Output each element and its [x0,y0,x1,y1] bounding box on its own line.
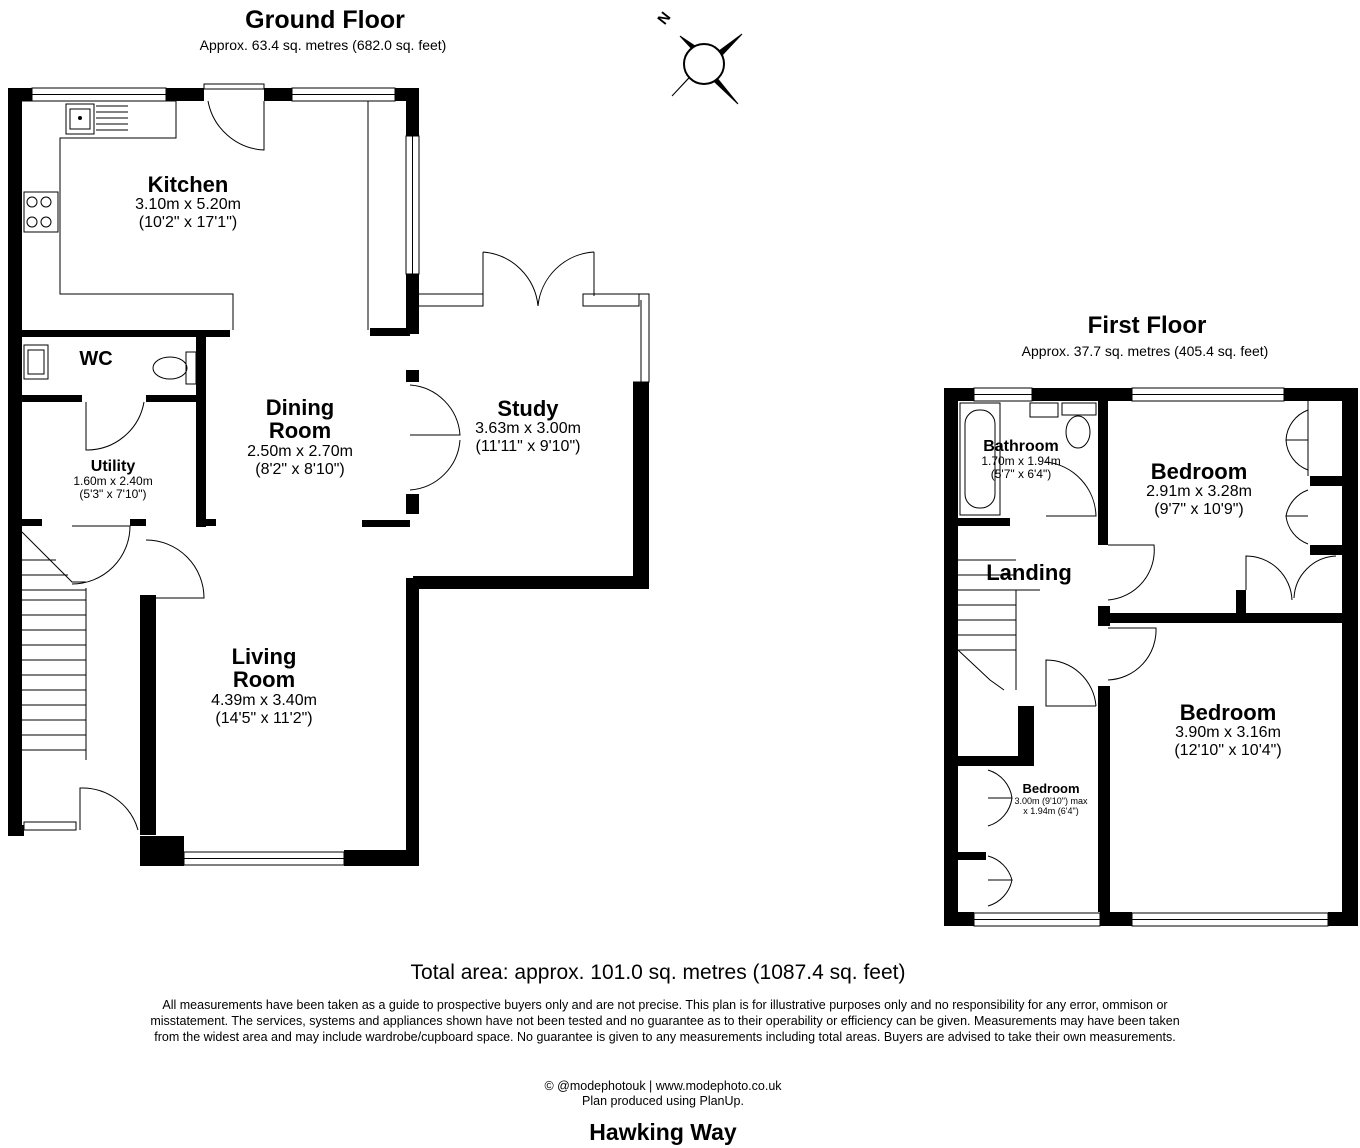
room-name: Bedroom [1179,700,1277,725]
room-living-room: Living Room [214,645,314,691]
ground-floor-area: Approx. 63.4 sq. metres (682.0 sq. feet) [199,37,447,53]
room-bathroom: Bathroom 1.70m x 1.94m (5'7" x 6'4") [981,438,1060,481]
room-metric: 1.70m x 1.94m [981,454,1061,468]
property-address: Hawking Way [589,1119,737,1145]
room-name: Dining Room [265,395,335,443]
room-utility: Utility 1.60m x 2.40m (5'3" x 7'10") [73,458,152,501]
first-floor-windows [973,387,1329,927]
room-dining-room: Dining Room [250,396,350,442]
ground-floor-walls [8,88,649,866]
credit-line-2: Plan produced using PlanUp. [582,1094,744,1108]
wc-fittings [23,344,197,385]
first-floor-area: Approx. 37.7 sq. metres (405.4 sq. feet) [1021,343,1269,359]
room-imperial: (5'7" x 6'4") [990,467,1052,481]
room-name: Bathroom [983,438,1059,455]
room-imperial: (14'5" x 11'2") [215,710,313,727]
disclaimer-text: All measurements have been taken as a gu… [150,998,1180,1044]
room-name: Study [497,396,559,421]
ground-floor-title: Ground Floor [245,6,405,34]
room-imperial: (11'11" x 9'10") [475,438,581,455]
ground-floor-doors [71,83,595,831]
total-area: Total area: approx. 101.0 sq. metres (10… [410,961,906,984]
kitchen-units [22,100,369,330]
room-name: Utility [90,458,136,475]
first-floor-walls [944,388,1358,926]
room-study: Study 3.63m x 3.00m (11'11" x 9'10") [475,397,581,456]
room-imperial: (9'7" x 10'9") [1154,501,1244,518]
room-name: Bedroom [1150,459,1248,484]
room-name: Landing [986,560,1072,585]
room-bedroom-1: Bedroom 2.91m x 3.28m (9'7" x 10'9") [1146,460,1252,519]
room-imperial: (5'3" x 7'10") [79,487,147,501]
room-metric: 1.60m x 2.40m [73,474,153,488]
room-imperial: x 1.94m (6'4") [1023,806,1079,816]
room-metric: 3.10m x 5.20m [135,196,241,213]
room-landing: Landing [986,561,1072,584]
room-bedroom-2: Bedroom 3.90m x 3.16m (12'10" x 10'4") [1174,701,1281,760]
room-metric: 3.00m (9'10") max [1014,796,1088,806]
room-living-dimensions: 4.39m x 3.40m (14'5" x 11'2") [211,692,317,728]
room-metric: 3.90m x 3.16m [1175,724,1281,741]
room-metric: 2.91m x 3.28m [1146,483,1252,500]
first-floor-fittings [957,401,1337,907]
ground-floor-stairs [21,531,87,760]
room-metric: 3.63m x 3.00m [475,420,581,437]
room-imperial: (8'2" x 8'10") [255,461,345,478]
room-wc: WC [79,348,112,371]
room-metric: 2.50m x 2.70m [247,443,353,460]
room-imperial: (12'10" x 10'4") [1174,742,1282,759]
credits: © @modephotouk | www.modephoto.co.uk Pla… [0,1079,1326,1109]
room-name: Bedroom [1022,781,1080,796]
compass-icon [671,33,743,105]
room-dining-dimensions: 2.50m x 2.70m (8'2" x 8'10") [247,443,353,479]
room-kitchen: Kitchen 3.10m x 5.20m (10'2" x 17'1") [135,173,241,232]
credit-line-1: © @modephotouk | www.modephoto.co.uk [544,1079,782,1093]
room-imperial: (10'2" x 17'1") [138,214,238,231]
room-name: WC [79,348,113,370]
room-metric: 4.39m x 3.40m [211,692,317,709]
first-floor-title: First Floor [1087,312,1207,339]
room-name: Kitchen [147,172,229,197]
room-bedroom-3: Bedroom 3.00m (9'10") max x 1.94m (6'4") [1014,781,1088,817]
room-name: Living Room [231,644,297,692]
ground-floor-windows [23,87,650,866]
